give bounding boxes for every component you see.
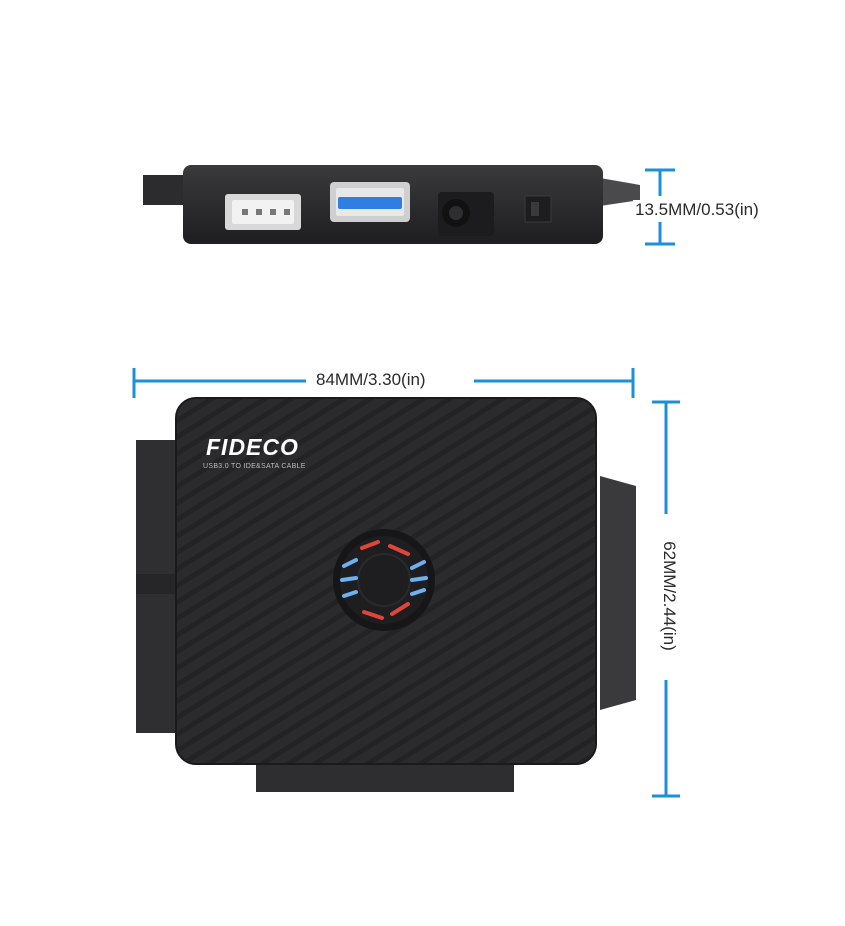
side-left-connector	[143, 175, 183, 205]
thickness-dimension-line	[645, 168, 675, 246]
height-dimension-line	[652, 400, 680, 798]
molex-power-port	[225, 194, 301, 230]
device-body-outline	[175, 397, 597, 765]
switch-knob	[531, 202, 539, 216]
product-subtitle: USB3.0 TO IDE&SATA CABLE	[203, 463, 306, 470]
ide-connector-notch	[136, 574, 186, 594]
thickness-label: 13.5MM/0.53(in)	[633, 200, 761, 220]
dc-power-jack	[438, 192, 494, 236]
cooling-fan	[333, 529, 435, 631]
brand-logo: FIDECO	[206, 434, 299, 460]
side-right-connector	[600, 178, 640, 206]
usb3-port	[330, 182, 410, 222]
width-dimension-line	[132, 368, 635, 398]
top-view-device	[136, 397, 636, 792]
sata-connector	[600, 476, 636, 710]
side-view-device	[143, 165, 640, 244]
height-label: 62MM/2.44(in)	[659, 519, 679, 673]
width-label: 84MM/3.30(in)	[312, 370, 430, 390]
